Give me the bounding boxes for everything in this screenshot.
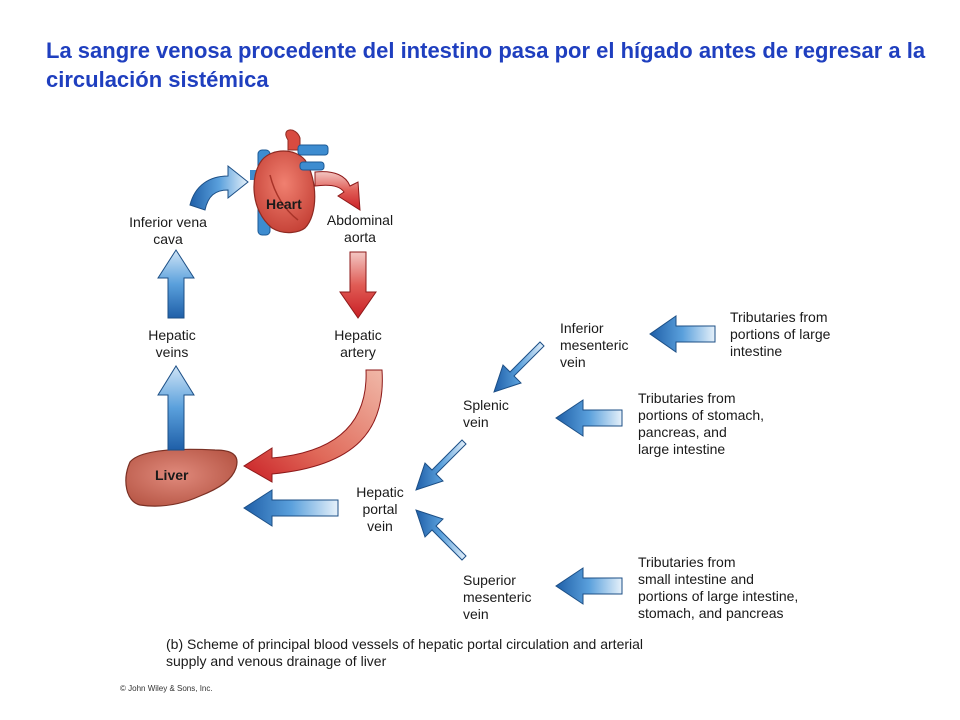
hepatic-artery-to-liver-arrow	[243, 369, 383, 483]
ivc-label: Inferior vena cava	[129, 214, 207, 247]
heart-to-aorta-arrow	[314, 171, 361, 211]
heart-label: Heart	[266, 196, 302, 212]
tributaries-small-intestine-label: Tributaries from small intestine and por…	[638, 554, 799, 621]
artery-arrows	[243, 171, 383, 483]
ivc-up-arrow	[157, 249, 195, 319]
portal-to-liver-arrow	[243, 489, 339, 527]
tributary-small-arrow	[555, 567, 623, 605]
tributary-stomach-arrow	[555, 399, 623, 437]
hepatic-veins-label: Hepatic veins	[148, 327, 196, 360]
inf-mesenteric-to-splenic-arrow	[493, 341, 545, 393]
inferior-mesenteric-vein-label: Inferior mesenteric vein	[560, 320, 629, 370]
hepatic-veins-arrow	[157, 365, 195, 451]
splenic-vein-label: Splenic vein	[463, 397, 509, 430]
splenic-to-portal-arrow	[415, 439, 467, 491]
superior-mesenteric-vein-label: Superior mesenteric vein	[463, 572, 532, 622]
tributaries-stomach-label: Tributaries from portions of stomach, pa…	[638, 390, 765, 457]
liver-label: Liver	[155, 467, 189, 483]
page-title: La sangre venosa procedente del intestin…	[46, 38, 926, 92]
copyright-notice: © John Wiley & Sons, Inc.	[120, 684, 213, 693]
tributaries-large-intestine-label: Tributaries from portions of large intes…	[730, 309, 831, 359]
figure-caption: (b) Scheme of principal blood vessels of…	[166, 636, 644, 669]
vein-arrows	[157, 164, 716, 605]
hepatic-portal-vein-label: Hepatic portal vein	[356, 484, 404, 534]
ivc-to-heart-arrow	[189, 164, 249, 211]
aorta-to-hepatic-artery-arrow	[339, 251, 377, 319]
liver-illustration	[125, 448, 238, 507]
tributary-large-arrow	[649, 315, 716, 353]
hepatic-artery-label: Hepatic artery	[334, 327, 382, 360]
sup-mesenteric-to-portal-arrow	[415, 509, 467, 561]
abdominal-aorta-label: Abdominal aorta	[326, 212, 394, 245]
heart-illustration	[250, 129, 329, 236]
